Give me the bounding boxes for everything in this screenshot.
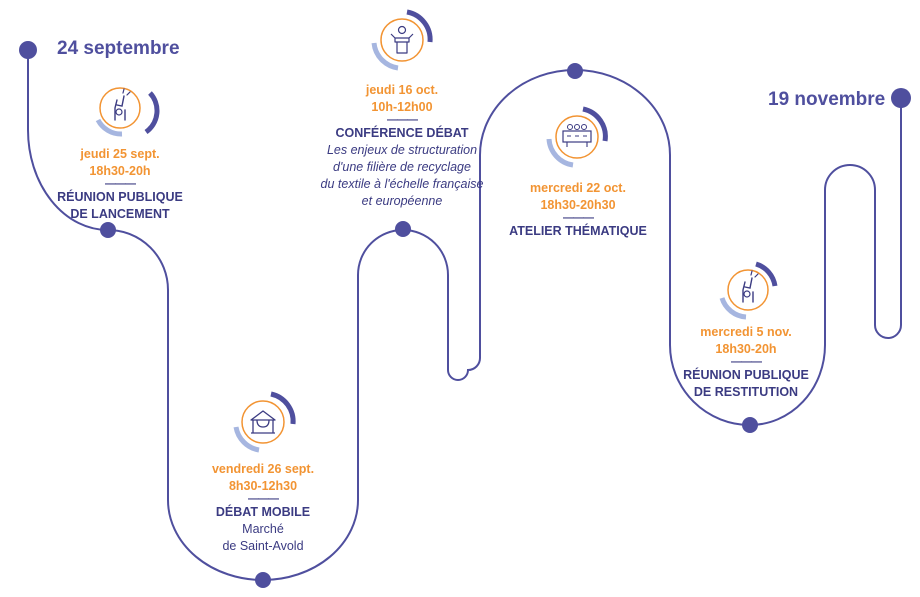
start-node [19, 41, 37, 59]
event-time: 10h-12h00 [371, 100, 433, 114]
event-time: 18h30-20h [715, 342, 777, 356]
event-description: et européenne [361, 194, 443, 208]
event-date: jeudi 25 sept. [80, 147, 160, 161]
podium-speaker-icon [371, 9, 433, 71]
event-node [255, 572, 271, 588]
timeline-path [27, 50, 902, 582]
event-title: DÉBAT MOBILE [215, 505, 311, 519]
event-description: Les enjeux de structuration [326, 143, 478, 157]
event-separator: ——— [248, 493, 279, 505]
workshop-table-icon [546, 106, 608, 168]
end-node [891, 88, 911, 108]
event-title: CONFÉRENCE DÉBAT [335, 126, 469, 140]
event-time: 18h30-20h30 [540, 198, 616, 212]
event-separator: ——— [387, 114, 418, 126]
event-title: DE RESTITUTION [693, 385, 799, 399]
event-time: 18h30-20h [89, 164, 151, 178]
event-description: du textile à l'échelle française [320, 177, 484, 191]
event-card: jeudi 25 sept. 18h30-20h ——— RÉUNION PUB… [30, 146, 210, 223]
event-description: de Saint-Avold [222, 539, 304, 553]
event-separator: ——— [105, 178, 136, 190]
event-separator: ——— [731, 356, 762, 368]
event-description: Marché [242, 522, 284, 536]
tent-icon [233, 391, 296, 453]
event-card: mercredi 22 oct. 18h30-20h30 ——— ATELIER… [488, 180, 668, 240]
event-card: mercredi 5 nov. 18h30-20h ——— RÉUNION PU… [656, 324, 836, 401]
event-node [742, 417, 758, 433]
event-card: vendredi 26 sept. 8h30-12h30 ——— DÉBAT M… [173, 461, 353, 555]
event-node [395, 221, 411, 237]
event-time: 8h30-12h30 [228, 479, 298, 493]
event-title: ATELIER THÉMATIQUE [509, 224, 647, 238]
event-separator: ——— [563, 212, 594, 224]
event-title: RÉUNION PUBLIQUE [57, 190, 183, 204]
event-date: mercredi 22 oct. [530, 181, 626, 195]
event-card: jeudi 16 oct. 10h-12h00 ——— CONFÉRENCE D… [307, 82, 497, 210]
event-title: DE LANCEMENT [70, 207, 170, 221]
end-date-label: 19 novembre [768, 89, 886, 110]
start-date-label: 24 septembre [57, 38, 180, 59]
raised-hand-icon [95, 87, 160, 137]
event-title: RÉUNION PUBLIQUE [683, 368, 809, 382]
event-date: mercredi 5 nov. [700, 325, 792, 339]
event-date: jeudi 16 oct. [365, 83, 439, 97]
event-node [567, 63, 583, 79]
raised-hand-icon [719, 261, 778, 320]
event-node [100, 222, 116, 238]
event-date: vendredi 26 sept. [211, 462, 315, 476]
event-description: d'une filière de recyclage [333, 160, 471, 174]
